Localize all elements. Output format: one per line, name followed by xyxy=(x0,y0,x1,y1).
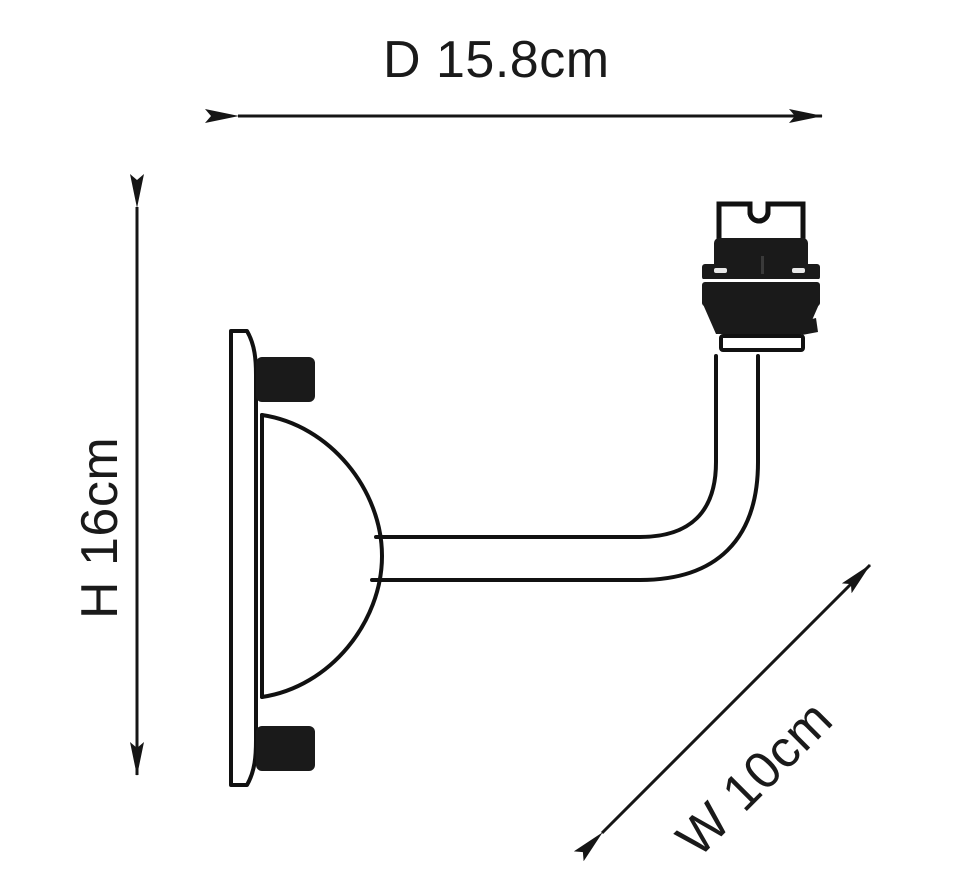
bottom-fixing-block xyxy=(256,726,315,771)
dimension-label-depth: D 15.8cm xyxy=(383,31,610,89)
lamp-holder-cap xyxy=(716,201,806,246)
lamp-holder-skirt xyxy=(702,302,820,334)
lamp-holder-side-tab xyxy=(800,318,818,335)
dimension-line-width xyxy=(573,563,872,862)
domed-backplate xyxy=(260,413,384,699)
lamp-holder-collar xyxy=(702,282,820,306)
wall-mounting-backplate xyxy=(229,329,258,787)
lamp-holder-shade-ring xyxy=(719,334,805,352)
lamp-assembly xyxy=(229,298,805,787)
lamp-holder-screw-right xyxy=(792,268,805,273)
bayonet-cap-slot xyxy=(747,204,771,224)
dimension-label-height: H 16cm xyxy=(71,436,129,619)
lamp-holder-body xyxy=(702,201,820,335)
top-fixing-block xyxy=(256,357,315,402)
lamp-holder-center-mark xyxy=(761,256,764,274)
wall-plate-fixings xyxy=(256,357,315,771)
arm-tube-bottom xyxy=(370,354,760,582)
lamp-holder-separator-band xyxy=(702,279,820,283)
lamp-holder-screw-left xyxy=(714,268,727,273)
arm-tube-top xyxy=(374,354,718,539)
